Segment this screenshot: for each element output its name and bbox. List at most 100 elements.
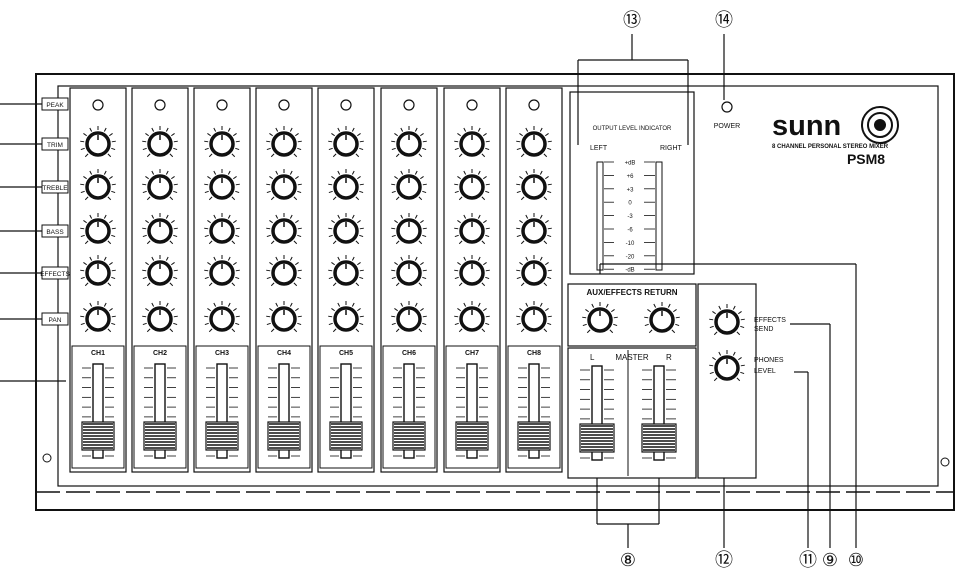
aux-return-panel (567, 283, 697, 347)
master-left-fader[interactable] (579, 365, 615, 461)
treble-knob[interactable] (204, 169, 240, 201)
pan-knob[interactable] (454, 301, 490, 333)
svg-text:⑫: ⑫ (715, 550, 733, 570)
meter-scale-label: -10 (626, 241, 635, 247)
model-name: PSM8 (847, 151, 885, 167)
peak-led (466, 99, 478, 111)
row-label-bass: BASS (46, 229, 64, 236)
aux-return-right-knob[interactable] (644, 302, 680, 334)
pan-knob[interactable] (391, 301, 427, 333)
row-label-box (41, 97, 69, 111)
channel-fader[interactable] (143, 363, 177, 459)
bass-knob[interactable] (80, 213, 116, 245)
channel-fader[interactable] (455, 363, 489, 459)
effects-knob[interactable] (142, 255, 178, 287)
row-label-box (41, 312, 69, 326)
peak-led (528, 99, 540, 111)
treble-knob[interactable] (328, 169, 364, 201)
treble-knob[interactable] (142, 169, 178, 201)
power-indicator[interactable] (721, 101, 733, 113)
bass-knob[interactable] (142, 213, 178, 245)
callout-12: ⑫ (715, 478, 733, 570)
master-faders (579, 350, 677, 476)
bass-knob[interactable] (266, 213, 302, 245)
aux-return-left-knob[interactable] (582, 302, 618, 334)
trim-knob[interactable] (142, 126, 178, 158)
bass-knob[interactable] (204, 213, 240, 245)
callout-8: ⑧ (596, 478, 660, 570)
channel-label: CH6 (402, 350, 416, 357)
channel-strip: CH4 (255, 87, 313, 473)
effects-knob[interactable] (516, 255, 552, 287)
phones-level-knob[interactable] (709, 350, 745, 382)
effects-send-label-2: SEND (754, 326, 773, 333)
channel-strip: CH2 (131, 87, 189, 473)
svg-text:⑩: ⑩ (848, 550, 864, 570)
channel-fader[interactable] (81, 363, 115, 459)
master-panel (567, 347, 697, 479)
treble-knob[interactable] (391, 169, 427, 201)
master-right-fader[interactable] (641, 365, 677, 461)
channel-fader[interactable] (205, 363, 239, 459)
meter-scale-label: +6 (627, 174, 635, 180)
trim-knob[interactable] (204, 126, 240, 158)
peak-led (403, 99, 415, 111)
callout-10: ⑩ (599, 263, 864, 570)
meter-scale-label: +dB (625, 161, 636, 167)
bass-knob[interactable] (454, 213, 490, 245)
channel-label: CH3 (215, 350, 229, 357)
send-phones-knobs (709, 304, 745, 382)
effects-knob[interactable] (266, 255, 302, 287)
treble-knob[interactable] (516, 169, 552, 201)
row-label-box (41, 180, 69, 194)
pan-knob[interactable] (266, 301, 302, 333)
pan-knob[interactable] (204, 301, 240, 333)
trim-knob[interactable] (454, 126, 490, 158)
channel-fader[interactable] (267, 363, 301, 459)
trim-knob[interactable] (266, 126, 302, 158)
effects-knob[interactable] (328, 255, 364, 287)
row-label-peak: PEAK (46, 102, 64, 109)
trim-knob[interactable] (516, 126, 552, 158)
meter-left-led-column (596, 161, 604, 271)
bass-knob[interactable] (328, 213, 364, 245)
channel-strip: CH8 (505, 87, 563, 473)
rack-screw-right (940, 457, 950, 467)
peak-led (278, 99, 290, 111)
channel-fader[interactable] (517, 363, 551, 459)
effects-knob[interactable] (391, 255, 427, 287)
treble-knob[interactable] (266, 169, 302, 201)
bass-knob[interactable] (391, 213, 427, 245)
trim-knob[interactable] (391, 126, 427, 158)
pan-knob[interactable] (80, 301, 116, 333)
callout-13: ⑬ (577, 10, 689, 145)
pan-knob[interactable] (328, 301, 364, 333)
channel-fader[interactable] (392, 363, 426, 459)
trim-knob[interactable] (80, 126, 116, 158)
peak-led (216, 99, 228, 111)
effects-knob[interactable] (80, 255, 116, 287)
channel-label: CH7 (465, 350, 479, 357)
aux-return-label: AUX/EFFECTS RETURN (586, 288, 677, 297)
row-label-pan: PAN (49, 317, 62, 324)
meter-left-label: LEFT (590, 145, 608, 152)
effects-send-knob[interactable] (709, 304, 745, 336)
channel-strip: CH7 (443, 87, 501, 473)
effects-send-label-1: EFFECTS (754, 317, 786, 324)
rack-screw-left (42, 453, 52, 463)
effects-knob[interactable] (454, 255, 490, 287)
pan-knob[interactable] (516, 301, 552, 333)
channel-strip: CH6 (380, 87, 438, 473)
channel-label: CH4 (277, 350, 291, 357)
treble-knob[interactable] (454, 169, 490, 201)
meter-scale-label: -dB (625, 268, 634, 274)
treble-knob[interactable] (80, 169, 116, 201)
trim-knob[interactable] (328, 126, 364, 158)
channel-fader[interactable] (329, 363, 363, 459)
brand-subtitle: 8 CHANNEL PERSONAL STEREO MIXER (772, 144, 889, 150)
pan-knob[interactable] (142, 301, 178, 333)
effects-knob[interactable] (204, 255, 240, 287)
meter-scale-label: +3 (627, 187, 635, 193)
meter-scale-label: -20 (626, 254, 635, 260)
bass-knob[interactable] (516, 213, 552, 245)
